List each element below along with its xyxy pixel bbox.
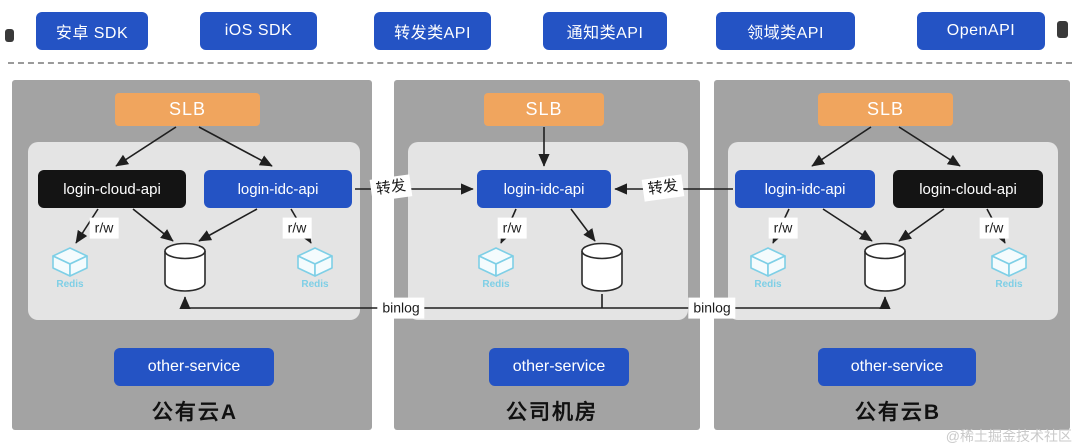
database-cylinder	[164, 242, 206, 292]
node-notify-api: 通知类API	[543, 12, 667, 50]
watermark: @稀土掘金技术社区	[945, 428, 1072, 444]
crop-artifact-right	[1057, 21, 1068, 38]
login-idc-api-b: login-idc-api	[477, 170, 611, 208]
redis-cube: Redis	[297, 247, 333, 290]
rw-label: r/w	[497, 217, 527, 239]
panel-a-title: 公有云A	[151, 401, 239, 424]
redis-cube: Redis	[478, 247, 514, 290]
other-service-a: other-service	[114, 348, 274, 386]
login-cloud-api-a: login-cloud-api	[38, 170, 186, 208]
node-domain-api: 领域类API	[716, 12, 855, 50]
login-cloud-api-c: login-cloud-api	[893, 170, 1043, 208]
redis-icon: Redis	[473, 246, 519, 290]
redis-label: Redis	[56, 279, 84, 290]
crop-artifact-left	[5, 29, 14, 42]
node-ios-sdk: iOS SDK	[200, 12, 317, 50]
redis-cube: Redis	[52, 247, 88, 290]
rw-label: r/w	[979, 217, 1009, 239]
login-idc-api-a: login-idc-api	[204, 170, 352, 208]
database-icon	[862, 242, 908, 294]
database-cylinder	[864, 242, 906, 292]
slb-b: SLB	[484, 93, 604, 126]
redis-icon: Redis	[292, 246, 338, 290]
panel-b-title: 公司机房	[506, 401, 598, 424]
redis-icon: Redis	[47, 246, 93, 290]
node-forward-api: 转发类API	[374, 12, 491, 50]
dashed-divider	[8, 62, 1072, 64]
rw-label: r/w	[768, 217, 798, 239]
redis-label: Redis	[301, 279, 329, 290]
slb-c: SLB	[818, 93, 953, 126]
database-icon	[162, 242, 208, 294]
redis-label: Redis	[995, 279, 1023, 290]
binlog-label-left: binlog	[377, 297, 425, 319]
panel-c-title: 公有云B	[854, 401, 942, 424]
rw-label: r/w	[282, 217, 312, 239]
redis-label: Redis	[754, 279, 782, 290]
other-service-b: other-service	[489, 348, 629, 386]
slb-a: SLB	[115, 93, 260, 126]
binlog-label-right: binlog	[688, 297, 736, 319]
inner-box-b	[408, 142, 688, 320]
redis-cube: Redis	[991, 247, 1027, 290]
rw-label: r/w	[89, 217, 119, 239]
database-cylinder	[581, 242, 623, 292]
node-android-sdk: 安卓 SDK	[36, 12, 148, 50]
node-open-api: OpenAPI	[917, 12, 1045, 50]
database-icon	[579, 242, 625, 294]
redis-icon: Redis	[745, 246, 791, 290]
redis-icon: Redis	[986, 246, 1032, 290]
login-idc-api-c: login-idc-api	[735, 170, 875, 208]
redis-label: Redis	[482, 279, 510, 290]
other-service-c: other-service	[818, 348, 976, 386]
redis-cube: Redis	[750, 247, 786, 290]
